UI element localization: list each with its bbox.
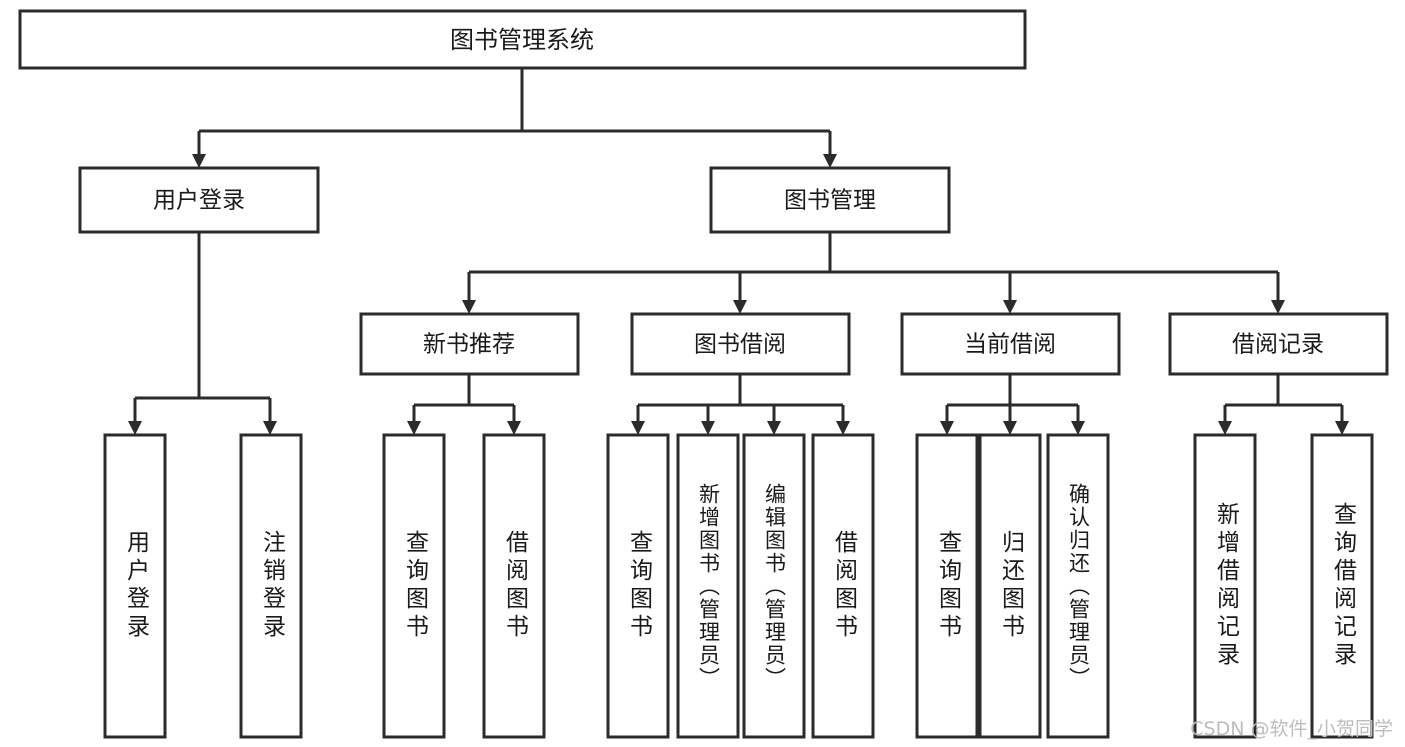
- node-leaf-add-book[interactable]: [676, 433, 740, 739]
- arrowhead-leaf-confirm-return: [1071, 421, 1085, 435]
- node-new-book-recommend-box[interactable]: [359, 312, 580, 376]
- node-leaf-edit-book[interactable]: [742, 433, 806, 739]
- connector-layer: [128, 68, 1349, 435]
- node-leaf-query-record[interactable]: [1310, 433, 1374, 739]
- arrowhead-leaf-query-book-2: [631, 421, 645, 435]
- node-leaf-borrow-book-2-box[interactable]: [811, 433, 875, 739]
- node-leaf-confirm-return-box[interactable]: [1046, 433, 1110, 739]
- node-leaf-add-book-box[interactable]: [676, 433, 740, 739]
- node-book-borrow[interactable]: 图书借阅: [630, 312, 851, 376]
- node-root-system[interactable]: 图书管理系统: [18, 9, 1027, 70]
- arrowhead-leaf-edit-book: [767, 421, 781, 435]
- node-leaf-return-book-box[interactable]: [978, 433, 1042, 739]
- node-leaf-user-login-box[interactable]: [103, 433, 167, 739]
- node-leaf-query-record-box[interactable]: [1310, 433, 1374, 739]
- node-current-borrow-label: 当前借阅: [964, 332, 1056, 358]
- node-leaf-add-record[interactable]: [1193, 433, 1257, 739]
- node-user-login-box[interactable]: [78, 166, 320, 234]
- node-leaf-edit-book-box[interactable]: [742, 433, 806, 739]
- node-borrow-record-label: 借阅记录: [1232, 332, 1324, 358]
- node-book-borrow-label: 图书借阅: [694, 332, 786, 358]
- node-leaf-add-record-box[interactable]: [1193, 433, 1257, 739]
- node-new-book-recommend-label: 新书推荐: [423, 332, 515, 358]
- arrowhead-leaf-add-record: [1218, 421, 1232, 435]
- node-borrow-record-box[interactable]: [1168, 312, 1389, 376]
- node-leaf-confirm-return[interactable]: [1046, 433, 1110, 739]
- node-current-borrow[interactable]: 当前借阅: [900, 312, 1121, 376]
- node-leaf-query-book-3-box[interactable]: [915, 433, 979, 739]
- node-user-login[interactable]: 用户登录: [78, 166, 320, 234]
- arrowhead-leaf-user-logout: [263, 421, 277, 435]
- arrowhead-book-borrow: [733, 300, 747, 314]
- node-root-box[interactable]: [18, 9, 1027, 70]
- arrowhead-book-management: [823, 154, 837, 168]
- node-current-borrow-box[interactable]: [900, 312, 1121, 376]
- node-new-book-recommend[interactable]: 新书推荐: [359, 312, 580, 376]
- arrowhead-new-book-recommend: [462, 300, 476, 314]
- arrowhead-leaf-return-book: [1003, 421, 1017, 435]
- arrowhead-borrow-record: [1271, 300, 1285, 314]
- node-leaf-borrow-book-1-box[interactable]: [482, 433, 546, 739]
- node-leaf-query-book-2[interactable]: [606, 433, 670, 739]
- node-leaf-query-book-2-box[interactable]: [606, 433, 670, 739]
- arrowhead-leaf-add-book: [701, 421, 715, 435]
- node-leaf-borrow-book-2[interactable]: [811, 433, 875, 739]
- node-leaf-user-logout-box[interactable]: [239, 433, 303, 739]
- node-user-login-label: 用户登录: [153, 188, 245, 214]
- node-book-borrow-box[interactable]: [630, 312, 851, 376]
- node-borrow-record[interactable]: 借阅记录: [1168, 312, 1389, 376]
- arrowhead-user-login: [192, 154, 206, 168]
- node-leaf-query-book-1-box[interactable]: [382, 433, 446, 739]
- arrowhead-leaf-borrow-book-2: [836, 421, 850, 435]
- node-leaf-borrow-book-1[interactable]: [482, 433, 546, 739]
- node-leaf-query-book-3[interactable]: [915, 433, 979, 739]
- node-leaf-user-login[interactable]: [103, 433, 167, 739]
- arrowhead-leaf-query-book-1: [407, 421, 421, 435]
- arrowhead-leaf-user-login: [128, 421, 142, 435]
- arrowhead-leaf-query-book-3: [940, 421, 954, 435]
- node-leaf-query-book-1[interactable]: [382, 433, 446, 739]
- node-book-management[interactable]: 图书管理: [709, 166, 951, 234]
- arrowhead-leaf-borrow-book-1: [507, 421, 521, 435]
- node-leaf-user-logout[interactable]: [239, 433, 303, 739]
- csdn-watermark: CSDN @软件_小贺同学: [1190, 718, 1393, 740]
- node-root-label: 图书管理系统: [450, 26, 594, 54]
- node-leaf-return-book[interactable]: [978, 433, 1042, 739]
- node-book-management-label: 图书管理: [784, 188, 876, 214]
- arrowhead-current-borrow: [1003, 300, 1017, 314]
- arrowhead-leaf-query-record: [1335, 421, 1349, 435]
- node-book-management-box[interactable]: [709, 166, 951, 234]
